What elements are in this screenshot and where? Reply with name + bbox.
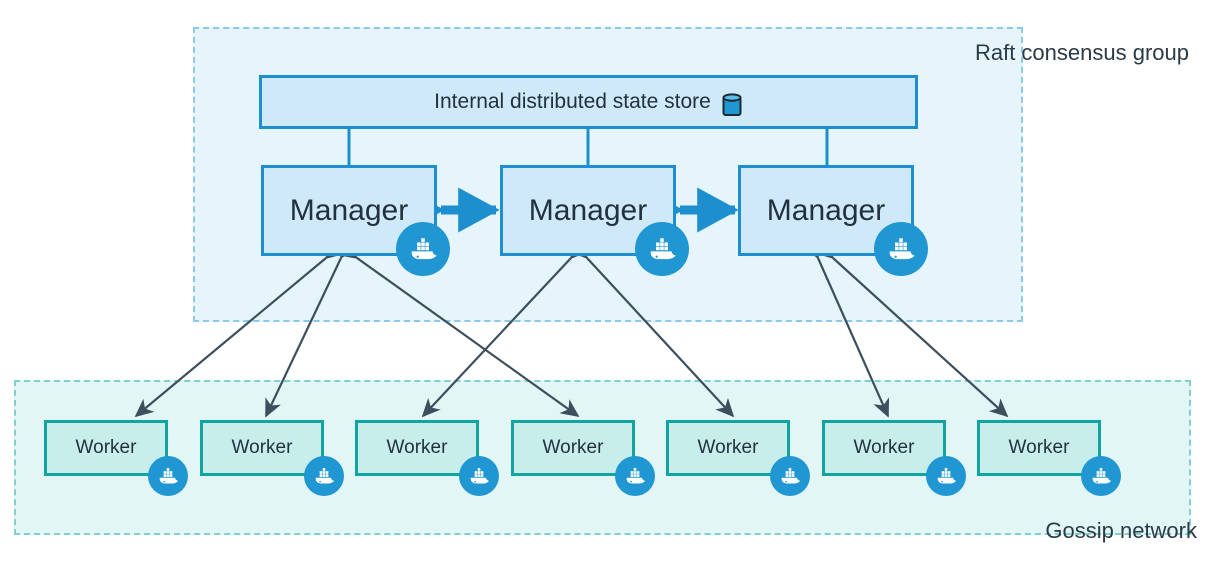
docker-whale-icon (874, 222, 928, 276)
worker-node-7[interactable]: Worker (977, 420, 1101, 476)
store-label: Internal distributed state store (434, 90, 711, 113)
database-cylinder-icon (721, 93, 743, 119)
worker-label: Worker (386, 437, 448, 458)
worker-label: Worker (697, 437, 759, 458)
gossip-network-label: Gossip network (1045, 518, 1197, 543)
docker-whale-icon (459, 456, 499, 496)
worker-node-1[interactable]: Worker (44, 420, 168, 476)
worker-label: Worker (542, 437, 604, 458)
worker-label: Worker (853, 437, 915, 458)
worker-node-4[interactable]: Worker (511, 420, 635, 476)
worker-label: Worker (1008, 437, 1070, 458)
manager-label: Manager (766, 193, 886, 227)
docker-whale-icon (926, 456, 966, 496)
manager-label: Manager (528, 193, 648, 227)
docker-whale-icon (148, 456, 188, 496)
raft-consensus-group-label: Raft consensus group (974, 40, 1189, 65)
docker-whale-icon (635, 222, 689, 276)
docker-whale-icon (396, 222, 450, 276)
worker-node-5[interactable]: Worker (666, 420, 790, 476)
docker-whale-icon (770, 456, 810, 496)
worker-node-3[interactable]: Worker (355, 420, 479, 476)
docker-whale-icon (304, 456, 344, 496)
manager-node-2[interactable]: Manager (500, 165, 676, 256)
worker-label: Worker (231, 437, 293, 458)
internal-state-store-node[interactable]: Internal distributed state store (259, 75, 918, 129)
worker-label: Worker (75, 437, 137, 458)
manager-label: Manager (289, 193, 409, 227)
worker-node-6[interactable]: Worker (822, 420, 946, 476)
docker-whale-icon (615, 456, 655, 496)
worker-node-2[interactable]: Worker (200, 420, 324, 476)
docker-whale-icon (1081, 456, 1121, 496)
